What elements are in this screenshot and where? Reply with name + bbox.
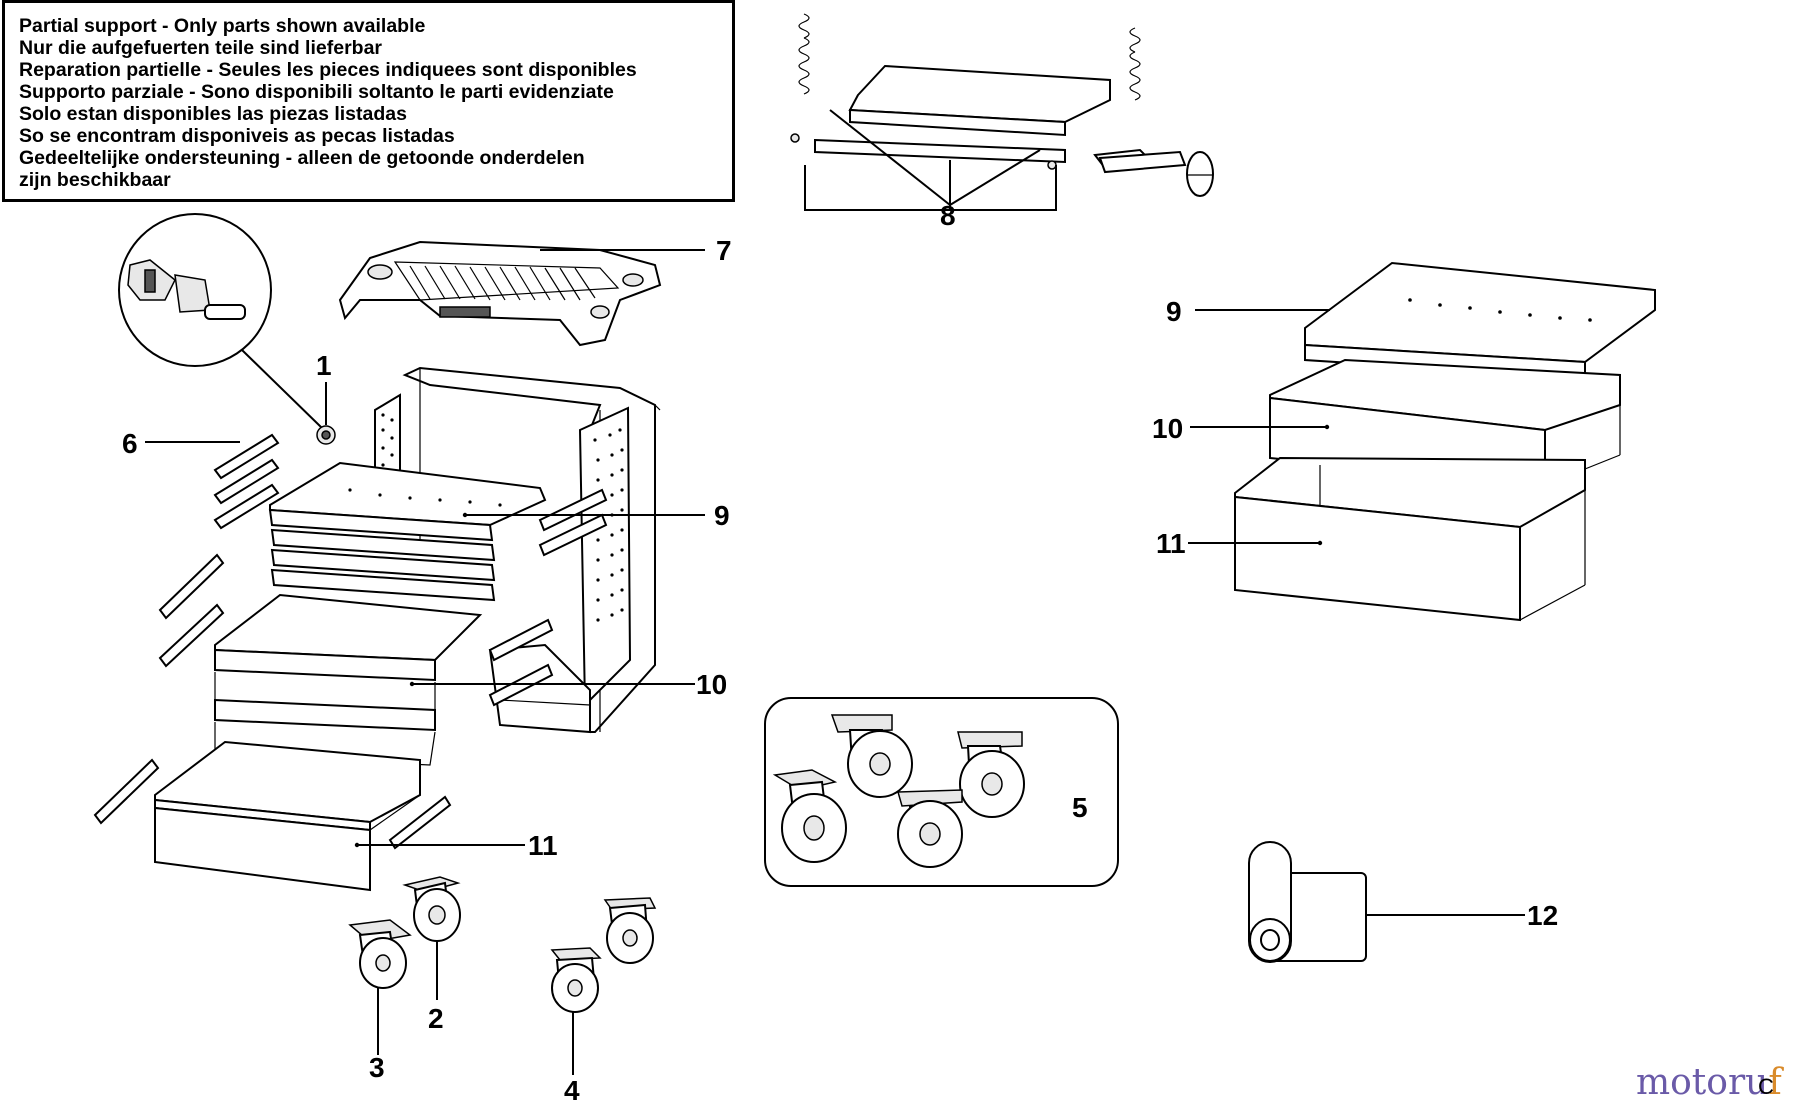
watermark-logo: motoruf: [1636, 1062, 1782, 1103]
notice-line-nl: Gedeeltelijke ondersteuning - alleen de …: [19, 147, 585, 169]
cabinet-drawers: [154, 461, 547, 892]
callout-11-cabinet: 11: [528, 830, 558, 861]
callout-8: 8: [940, 200, 956, 231]
corner-mark: C: [1758, 1074, 1774, 1099]
notice-line-es: Solo estan disponibles las piezas listad…: [19, 103, 407, 125]
callout-3: 3: [369, 1052, 385, 1083]
part-12-drawer-liner-roll: [1248, 841, 1367, 963]
callout-6: 6: [122, 428, 138, 459]
callout-9-detail: 9: [1166, 296, 1182, 327]
notice-line-fr: Reparation partielle - Seules les pieces…: [19, 59, 637, 81]
caster-2: [402, 876, 461, 942]
callout-9-cabinet: 9: [714, 500, 730, 531]
callout-2: 2: [428, 1003, 444, 1034]
part-7-top-tray: [338, 240, 662, 347]
notice-line-it: Supporto parziale - Sono disponibili sol…: [19, 81, 614, 103]
caster-4: [550, 897, 657, 1013]
part-1-lock-detail: [118, 213, 336, 445]
callout-4: 4: [564, 1075, 580, 1106]
part-8-drawer-slide-kit: [790, 13, 1214, 197]
notice-line-pt: So se encontram disponiveis as pecas lis…: [19, 125, 455, 147]
notice-line-nl-cont: zijn beschikbaar: [19, 169, 171, 191]
cabinet-frame: [355, 366, 661, 734]
callout-5: 5: [1072, 792, 1088, 823]
part-6-slide-rails: [93, 433, 608, 850]
callout-1: 1: [316, 350, 332, 381]
callout-12: 12: [1527, 900, 1558, 931]
notice-line-en: Partial support - Only parts shown avail…: [19, 15, 426, 37]
part-5-caster-set: [764, 697, 1119, 887]
callout-10-detail: 10: [1152, 413, 1183, 444]
part-11-drawer-large: [1234, 456, 1586, 622]
availability-notice: Partial support - Only parts shown avail…: [2, 0, 735, 202]
callout-11-detail: 11: [1156, 528, 1186, 559]
caster-3: [348, 919, 412, 989]
callout-7: 7: [716, 235, 732, 266]
notice-line-de: Nur die aufgefuerten teile sind lieferba…: [19, 37, 382, 59]
callout-10-cabinet: 10: [696, 669, 727, 700]
